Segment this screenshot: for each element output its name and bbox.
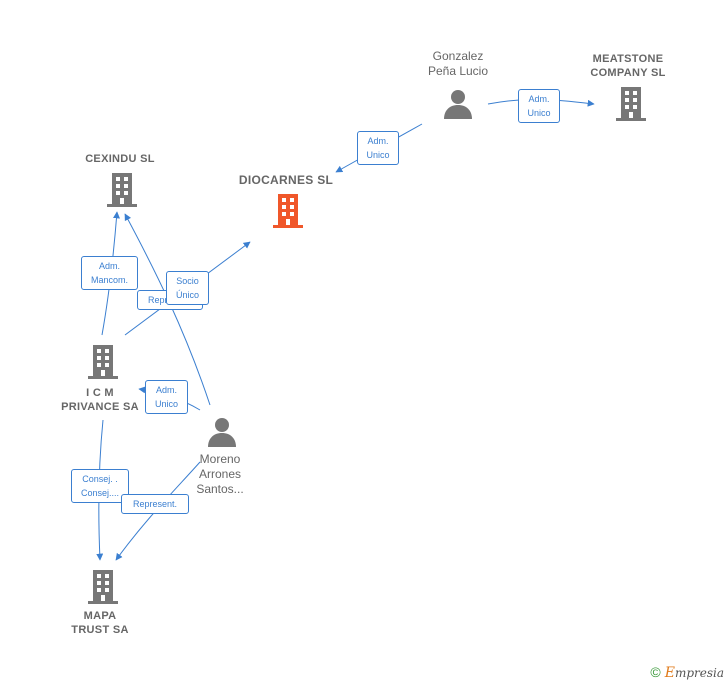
edge-label-moreno-icm[interactable]: Adm. Unico (145, 380, 188, 414)
edge-label-line: Adm. (367, 136, 389, 146)
node-label-line: PRIVANCE SA (61, 401, 139, 413)
edge-label-line: Represent. (132, 499, 178, 509)
edge-label-line: Unico (366, 150, 390, 160)
node-label-meatstone[interactable]: MEATSTONE COMPANY SL (568, 52, 688, 80)
edge-label-icm-mapa[interactable]: Consej. . Consej.... (71, 469, 129, 503)
node-label-line: MEATSTONE (592, 53, 664, 65)
edge-label-line: Mancom. (90, 275, 128, 285)
person-icon[interactable] (443, 88, 473, 120)
node-label-diocarnes[interactable]: DIOCARNES SL (238, 173, 334, 187)
node-label-line: Arrones (198, 467, 242, 481)
edge-label-line: Unico (527, 108, 551, 118)
node-label-line: TRUST SA (71, 624, 129, 636)
node-label-line: MAPA (83, 610, 117, 622)
node-label-line: I C M (86, 387, 114, 399)
node-label-icm[interactable]: I C M PRIVANCE SA (40, 386, 160, 414)
node-label-line: COMPANY SL (590, 67, 666, 79)
building-icon[interactable] (107, 173, 137, 207)
brand-logo: Empresia (664, 665, 724, 681)
node-label-line: Santos... (196, 482, 244, 496)
edge-label-line: Consej. . (82, 474, 118, 484)
edge-label-gonzalez-meatstone[interactable]: Adm. Unico (518, 89, 560, 123)
edge-label-line: Adm. (155, 385, 177, 395)
edge-label-line: Adm. (98, 261, 120, 271)
edge-label-line: Consej.... (80, 488, 120, 498)
edge-label-line: Adm. (528, 94, 550, 104)
edge-label-gonzalez-diocarnes[interactable]: Adm. Unico (357, 131, 399, 165)
edge-label-line: Socio (176, 276, 199, 286)
person-icon[interactable] (207, 416, 237, 448)
node-label-line: Gonzalez (432, 49, 484, 63)
building-icon[interactable] (88, 570, 118, 604)
node-label-mapa[interactable]: MAPA TRUST SA (40, 609, 160, 637)
building-icon[interactable] (88, 345, 118, 379)
node-label-cexindu[interactable]: CEXINDU SL (85, 153, 155, 165)
edge-label-moreno-mapa[interactable]: Represent. (121, 494, 189, 514)
edge-label-socio-unico[interactable]: Socio Único (166, 271, 209, 305)
node-label-line: Peña Lucio (427, 64, 489, 78)
edge-label-icm-cexindu[interactable]: Adm. Mancom. (81, 256, 138, 290)
edge-label-line: Unico (154, 399, 178, 409)
node-label-gonzalez[interactable]: Gonzalez Peña Lucio (398, 49, 518, 79)
edge-label-line: Único (175, 290, 199, 300)
brand-logo-initial: E (664, 665, 675, 681)
building-icon[interactable] (616, 87, 646, 121)
brand-logo-text: mpresia (674, 666, 724, 680)
copyright-symbol: © (650, 664, 661, 680)
building-icon-highlight[interactable] (273, 194, 303, 228)
node-label-moreno[interactable]: Moreno Arrones Santos... (160, 452, 280, 497)
node-label-line: Moreno (199, 452, 241, 466)
footer-brand: ©Empresia (650, 664, 724, 681)
